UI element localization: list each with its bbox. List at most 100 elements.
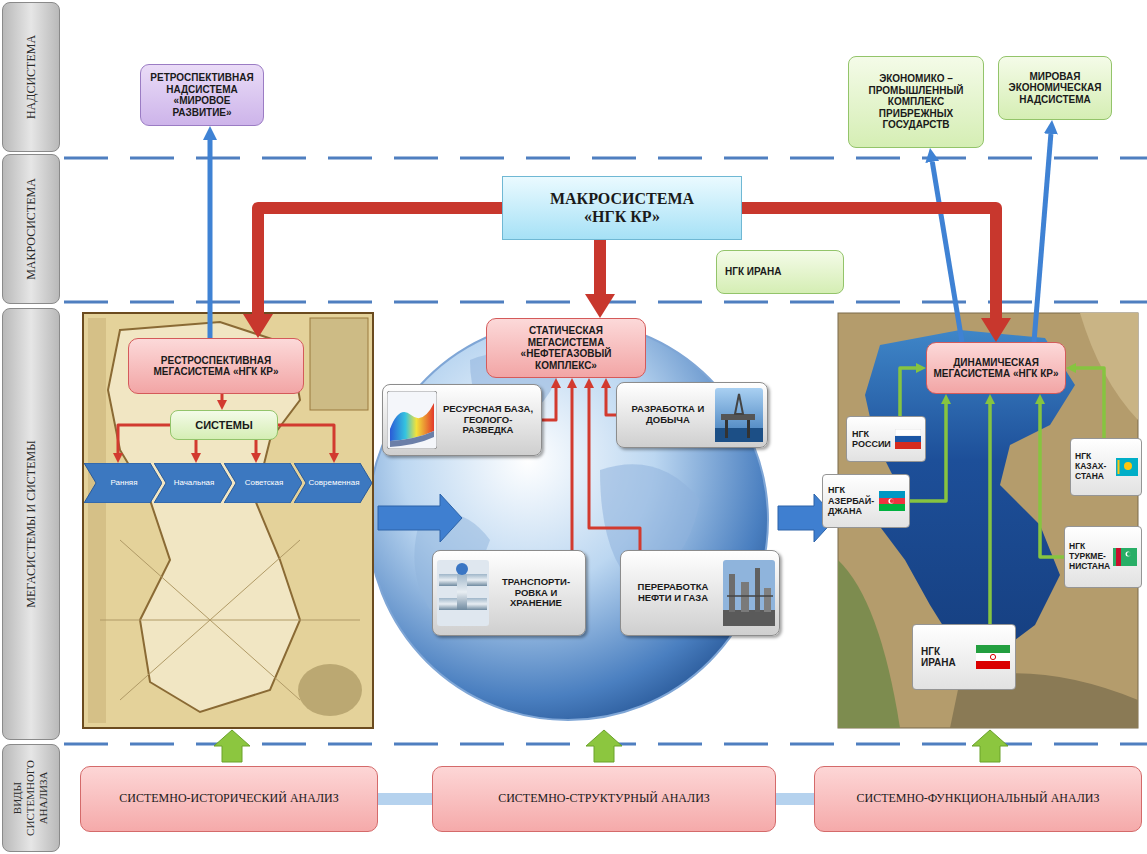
chevron-outline [224, 463, 302, 503]
node-text: Ранняя [98, 478, 150, 487]
node-text: РАЗРАБОТКА И ДОБЫЧА [623, 404, 713, 426]
node-text: МИРОВАЯ ЭКОНОМИЧЕСКАЯ НАДСИСТЕМА [1003, 71, 1107, 106]
rhumb-line [210, 540, 300, 620]
node-text: НАДСИСТЕМА [24, 7, 38, 147]
node-text: НГК ТУРКМЕ- НИСТАНА [1069, 542, 1110, 571]
node-text: СИСТЕМЫ [175, 419, 273, 432]
connector-arrow [255, 440, 258, 453]
node-text: СИСТЕМНО-ФУНКЦИОНАЛЬНЫЙ АНАЛИЗ [825, 792, 1131, 806]
node-text: НГК РОССИИ [852, 429, 891, 450]
connector-arrow [606, 388, 616, 415]
platform-icon [715, 388, 763, 442]
connector-arrow [932, 162, 962, 342]
map-border [88, 318, 106, 723]
stage-chevron: Начальная [154, 463, 232, 503]
node-text: НГК КАЗАХ- СТАНА [1075, 452, 1113, 481]
map-cartouche [310, 318, 368, 410]
system-box: ЭКОНОМИКО – ПРОМЫШЛЕННЫЙ КОМПЛЕКС ПРИБРЕ… [848, 56, 984, 148]
globe-sphere [368, 320, 768, 720]
connector-arrow [118, 425, 170, 453]
analysis-box: СИСТЕМНО-СТРУКТУРНЫЙ АНАЛИЗ [432, 766, 776, 832]
node-text: НГК АЗЕРБАЙ- ДЖАНА [828, 485, 875, 516]
connector-arrow [208, 140, 213, 338]
refinery-icon [723, 560, 775, 626]
analysis-box: СИСТЕМНО-ФУНКЦИОНАЛЬНЫЙ АНАЛИЗ [814, 766, 1142, 832]
connector-bar [776, 793, 814, 805]
node-text: МАКРОСИСТЕМА «НГК КР» [543, 190, 701, 227]
node-text: НГК ИРАНА [921, 646, 971, 669]
country-box: НГК ТУРКМЕ- НИСТАНА [1064, 526, 1142, 588]
pipeline-icon [437, 560, 489, 626]
system-box: СИСТЕМЫ [170, 410, 278, 440]
up-arrow [586, 730, 622, 762]
analysis-box: СИСТЕМНО-ИСТОРИЧЕСКИЙ АНАЛИЗ [80, 766, 378, 832]
rhumb-line [120, 540, 210, 620]
flag-icon [1113, 548, 1137, 566]
component-box: ПЕРЕРАБОТКА НЕФТИ И ГАЗА [620, 550, 780, 636]
connector-arrow [988, 404, 992, 624]
chevron-outline [154, 463, 232, 503]
component-box: РЕСУРСНАЯ БАЗА, ГЕОЛОГО- РАЗВЕДКА [382, 384, 542, 456]
country-box: НГК ИРАНА [912, 624, 1016, 690]
system-box: МИРОВАЯ ЭКОНОМИЧЕСКАЯ НАДСИСТЕМА [998, 56, 1112, 120]
flag-icon [879, 491, 905, 511]
up-arrow [972, 730, 1008, 762]
node-text: ДИНАМИЧЕСКАЯ МЕГАСИСТЕМА «НГК КР» [931, 357, 1061, 380]
connector-arrow [258, 208, 502, 314]
map-parchment [83, 313, 373, 728]
level-band: МЕГАСИСТЕМЫ И СИСТЕМЫ [2, 308, 60, 740]
country-box: НГК АЗЕРБАЙ- ДЖАНА [822, 474, 910, 528]
connector-arrow [1040, 404, 1064, 557]
stage-chevron: Современная [294, 463, 372, 503]
connector-arrow [1034, 134, 1051, 342]
system-box: ДИНАМИЧЕСКАЯ МЕГАСИСТЕМА «НГК КР» [926, 342, 1066, 394]
map-land [838, 560, 900, 728]
flow-arrow [378, 494, 836, 542]
level-band: ВИДЫ СИСТЕМНОГО АНАЛИЗА [2, 744, 60, 852]
resource-map-icon [387, 391, 437, 449]
node-text: Советская [238, 478, 290, 487]
stage-chevron: Ранняя [84, 463, 162, 503]
stage-chevron: Советская [224, 463, 302, 503]
node-text: РЕСТРОСПЕКТИВНАЯ МЕГАСИСТЕМА «НГК КР» [133, 355, 299, 378]
country-box: НГК КАЗАХ- СТАНА [1070, 438, 1142, 496]
macrosystem-box: МАКРОСИСТЕМА «НГК КР» [502, 176, 742, 240]
connector-arrow [278, 425, 334, 453]
globe [368, 320, 768, 720]
node-text: ЭКОНОМИКО – ПРОМЫШЛЕННЫЙ КОМПЛЕКС ПРИБРЕ… [853, 73, 979, 131]
connector-arrow [195, 440, 198, 453]
component-box: ТРАНСПОРТИ- РОВКА И ХРАНЕНИЕ [432, 550, 586, 636]
system-box: СТАТИЧЕСКАЯ МЕГАСИСТЕМА «НЕФТЕГАЗОВЫЙ КО… [486, 318, 646, 378]
flag-icon [895, 429, 921, 449]
old-map [83, 313, 373, 728]
node-text: РЕСУРСНАЯ БАЗА, ГЕОЛОГО- РАЗВЕДКА [441, 404, 535, 437]
node-text: РЕТРОСПЕКТИВНАЯ НАДСИСТЕМА «МИРОВОЕ РАЗВ… [145, 72, 259, 118]
connector-arrow [221, 394, 224, 400]
level-band: НАДСИСТЕМА [2, 2, 60, 152]
level-band: МАКРОСИСТЕМА [2, 154, 60, 304]
chevron-outline [294, 463, 372, 503]
chevron-outline [84, 463, 162, 503]
node-text: НГК ИРАНА [725, 266, 835, 278]
system-box: РЕСТРОСПЕКТИВНАЯ МЕГАСИСТЕМА «НГК КР» [128, 338, 304, 394]
node-text: ПЕРЕРАБОТКА НЕФТИ И ГАЗА [627, 582, 719, 604]
node-text: СИСТЕМНО-СТРУКТУРНЫЙ АНАЛИЗ [443, 792, 765, 806]
system-box: РЕТРОСПЕКТИВНАЯ НАДСИСТЕМА «МИРОВОЕ РАЗВ… [140, 64, 264, 126]
node-text: МАКРОСИСТЕМА [24, 159, 38, 299]
up-arrow [214, 730, 250, 762]
rhumb-line [100, 620, 360, 621]
connector-arrow [594, 240, 606, 294]
flag-icon [1116, 458, 1138, 476]
connector-arrow [900, 368, 916, 416]
node-text: Современная [308, 478, 360, 487]
dashed-line [64, 301, 1147, 304]
node-text: ТРАНСПОРТИ- РОВКА И ХРАНЕНИЕ [493, 577, 579, 610]
system-box: НГК ИРАНА [716, 250, 844, 294]
block-arrow [378, 494, 462, 542]
dashed-line [64, 157, 1147, 160]
connector-arrow [571, 388, 574, 550]
map-sea [865, 330, 1075, 655]
analysis-arrow [214, 730, 1008, 762]
flag-icon [976, 645, 1010, 669]
